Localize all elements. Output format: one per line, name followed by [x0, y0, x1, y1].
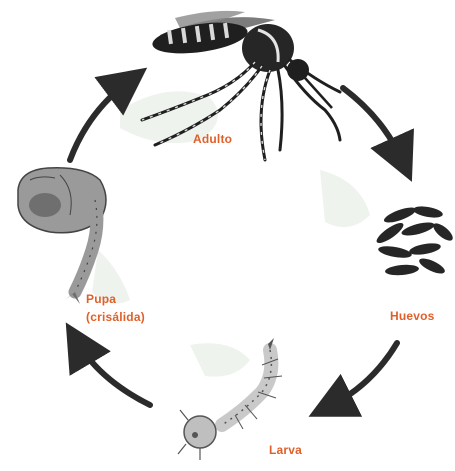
label-pupa: Pupa (crisálida)	[86, 290, 145, 326]
label-eggs: Huevos	[390, 309, 435, 323]
arrow-pupa-to-adult	[70, 82, 128, 160]
mosquito-icon	[142, 11, 340, 160]
label-pupa-line2: (crisálida)	[86, 308, 145, 326]
arrow-eggs-to-larva	[330, 343, 397, 406]
pupa-icon	[18, 168, 106, 304]
eggs-icon	[374, 204, 455, 276]
arrow-larva-to-pupa	[78, 343, 150, 405]
label-larva: Larva	[269, 443, 302, 457]
arrow-adult-to-eggs	[343, 88, 402, 160]
label-pupa-line1: Pupa	[86, 290, 145, 308]
label-adult: Adulto	[193, 132, 232, 146]
